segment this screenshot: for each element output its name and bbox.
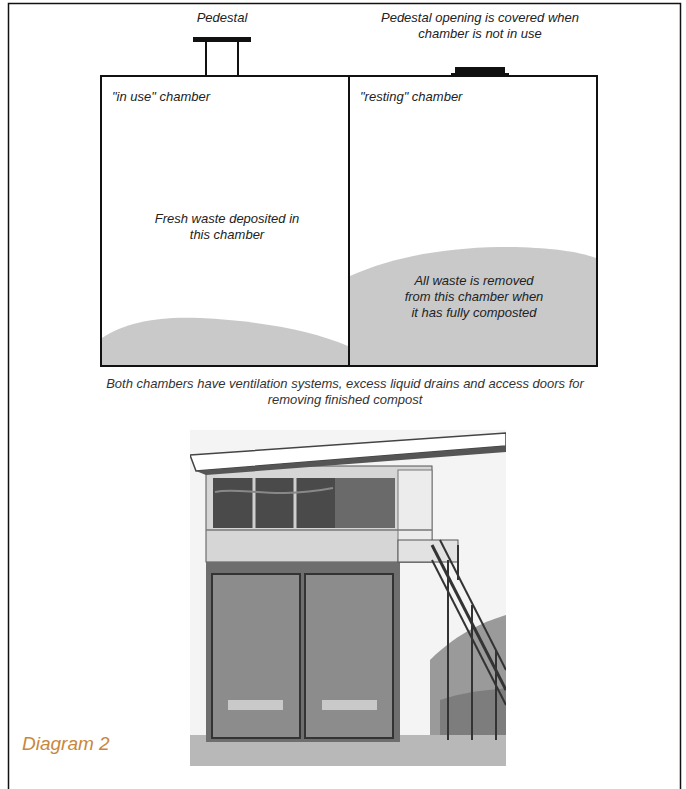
fresh-waste-mound [102,318,348,365]
part-label: Pedestal [172,10,272,26]
pedestal-symbol [193,37,251,76]
composted-waste-mound [350,247,596,365]
diagram-caption: Diagram 2 [22,733,110,755]
chamber-box: "in use" chamberFresh waste deposited in… [100,75,350,367]
frame [9,4,681,789]
chamber-note: All waste is removed from this chamber w… [400,273,548,321]
chamber-note: Fresh waste deposited in this chamber [147,211,307,243]
note-label: Pedestal opening is covered when chamber… [370,10,590,42]
building-photo [190,430,506,766]
chamber-box: "resting" chamberAll waste is removed fr… [348,75,598,367]
chamber-heading: "in use" chamber [112,89,210,105]
note-label: Both chambers have ventilation systems, … [100,376,590,408]
chamber-heading: "resting" chamber [360,89,462,105]
